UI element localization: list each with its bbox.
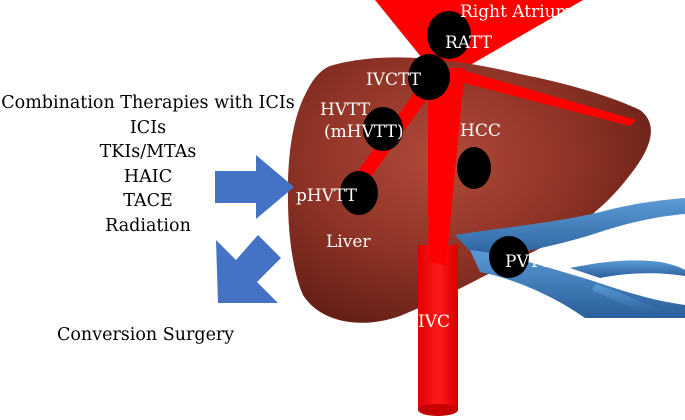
- conversion-surgery-label: Conversion Surgery: [57, 325, 235, 345]
- ivc-bottom: [418, 404, 458, 416]
- therapy-item: HAIC: [123, 166, 173, 187]
- right-atrium-shape: [375, 0, 583, 68]
- hcc-tumor: [457, 147, 491, 189]
- therapy-item: TKIs/MTAs: [99, 142, 197, 162]
- phvtt-tumor: [340, 171, 378, 215]
- phvtt-label: pHVTT: [296, 186, 357, 206]
- therapy-item: TACE: [123, 191, 173, 211]
- ivctt-label: IVCTT: [366, 70, 421, 90]
- therapy-list: Combination Therapies with ICIs ICIs TKI…: [0, 91, 296, 238]
- ivctt-tumor: [408, 54, 450, 100]
- hvtt-label: HVTT: [320, 100, 371, 120]
- ratt-label: RATT: [445, 33, 493, 53]
- hvtt-tumor: [363, 107, 403, 151]
- pvtt-tumor: [489, 236, 529, 278]
- pvtt-label: PVTT: [505, 252, 552, 272]
- therapy-item: ICIs: [129, 117, 167, 138]
- ivc-shape: [418, 245, 458, 410]
- mhvtt-label: (mHVTT): [324, 122, 404, 142]
- therapy-item: Radiation: [105, 215, 191, 236]
- right-arrow: [215, 155, 294, 219]
- therapy-item: Combination Therapies with ICIs: [1, 93, 295, 113]
- down-left-arrow: [216, 235, 281, 303]
- hcc-label: HCC: [460, 121, 501, 141]
- right-atrium-label: Right Atrium: [460, 2, 572, 22]
- ratt-tumor: [427, 11, 471, 59]
- ivc-label: IVC: [418, 312, 450, 332]
- liver-label: Liver: [326, 232, 371, 252]
- hepatic-veins: [350, 68, 636, 265]
